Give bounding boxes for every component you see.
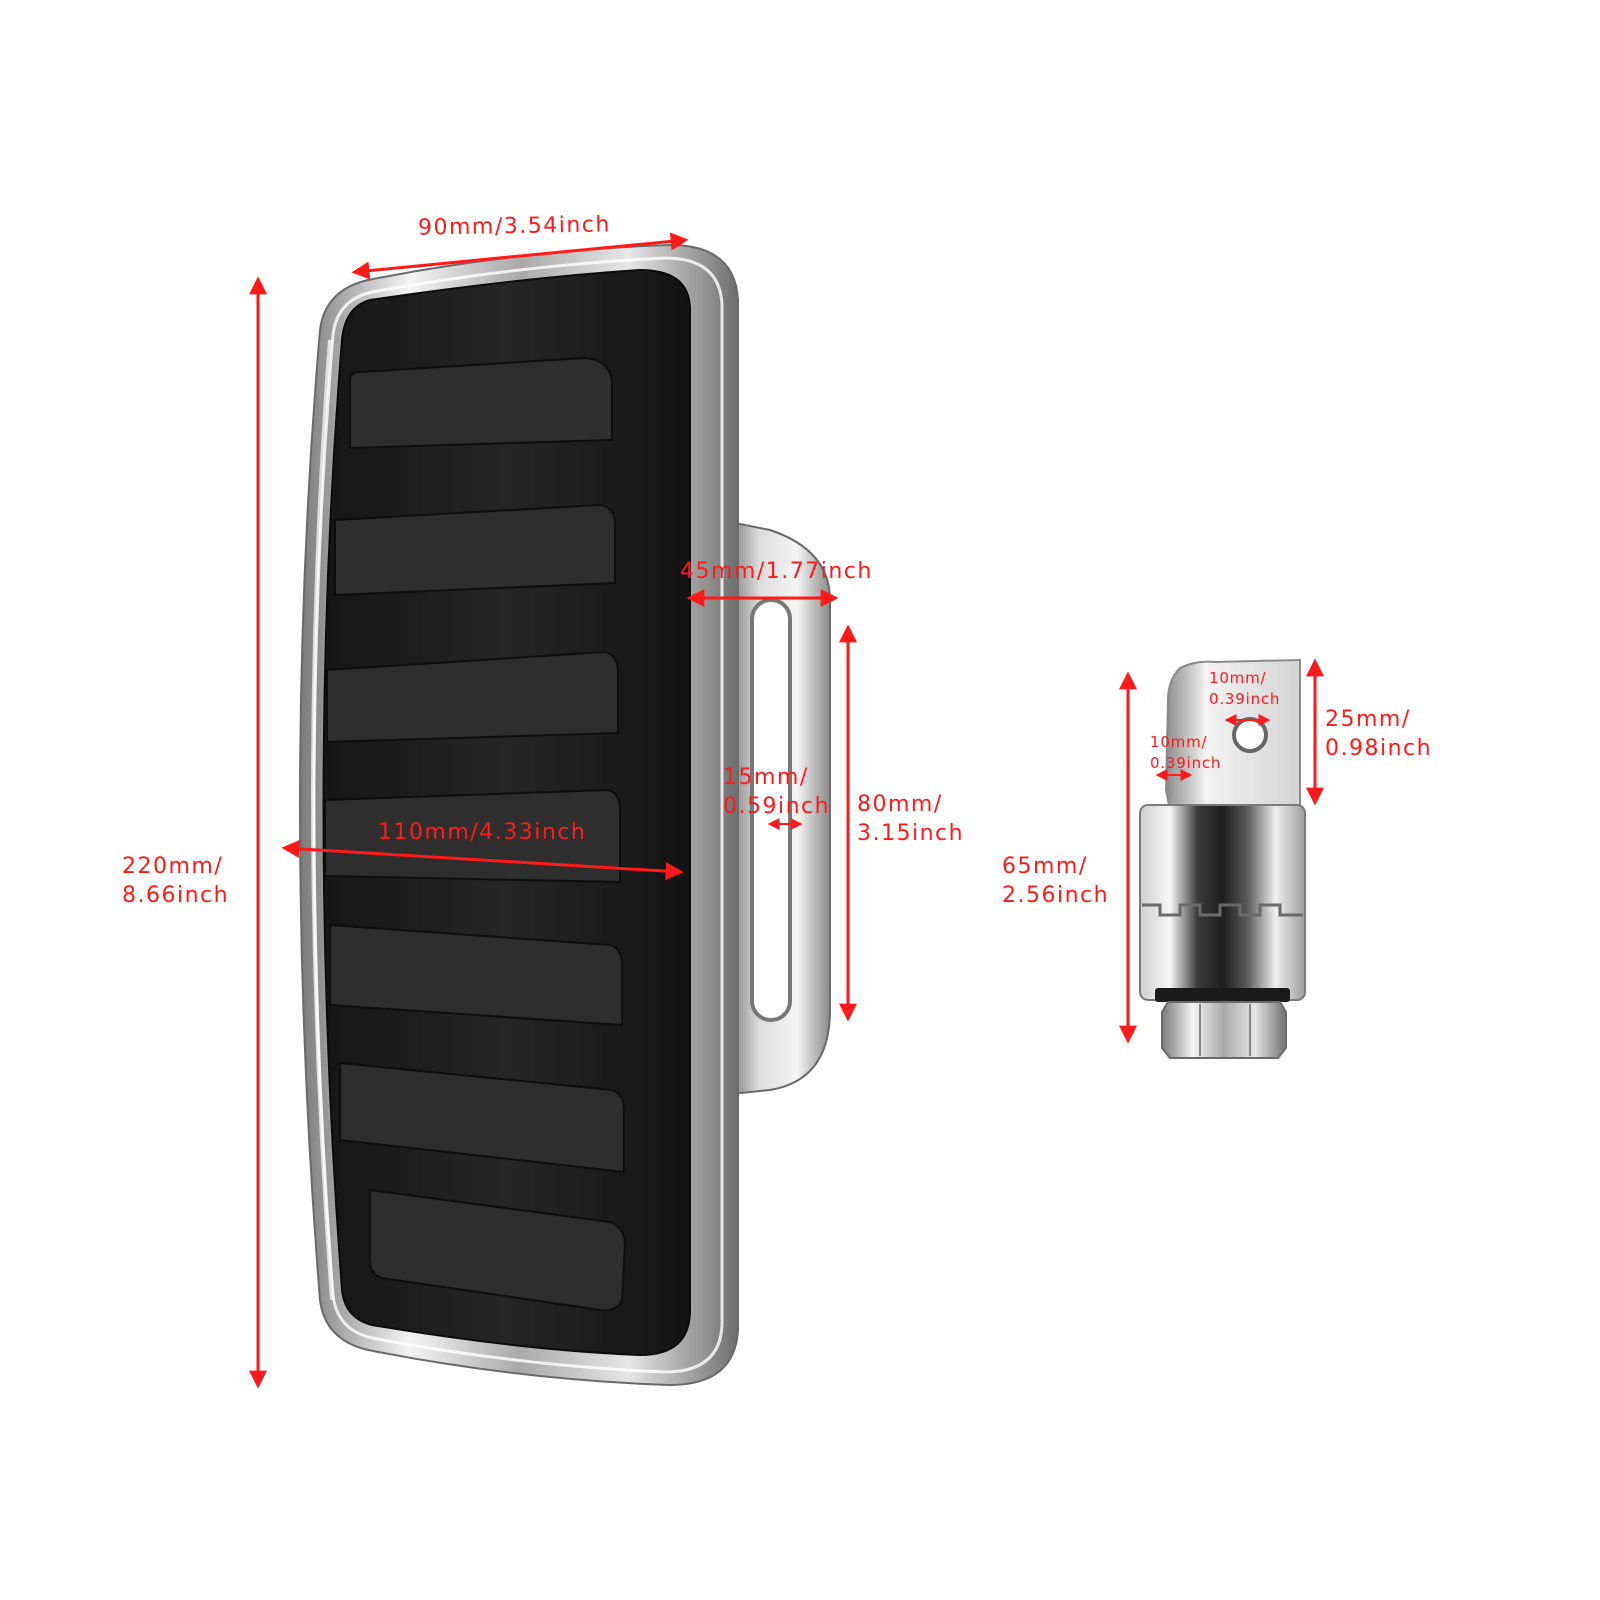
mount-tab-hole [1232, 717, 1268, 753]
tread-rib [339, 1061, 625, 1174]
tread-rib [326, 650, 619, 744]
slot-length-text-1: 80mm/ [857, 792, 943, 817]
tab-height-label: 25mm/ 0.98inch [1325, 705, 1432, 763]
hole-diameter-text-1: 10mm/ [1209, 669, 1267, 687]
chrome-highlight [311, 339, 334, 1301]
mount-serration [1142, 903, 1303, 917]
slot-length-text-2: 3.15inch [857, 821, 965, 846]
floorboard-length-text-1: 220mm/ [122, 854, 224, 879]
bracket-depth-text: 45mm/1.77inch [680, 559, 873, 584]
floorboard-width-label: 90mm/3.54inch [418, 210, 611, 242]
mount-cylinder [1139, 804, 1306, 1001]
floorboard [299, 243, 831, 1387]
tab-offset-label: 10mm/ 0.39inch [1150, 732, 1221, 774]
slot-width-text-1: 15mm/ [723, 765, 809, 790]
floorboard-length-text-2: 8.66inch [122, 883, 230, 908]
tab-height-text-2: 0.98inch [1325, 736, 1433, 761]
slot-length-label: 80mm/ 3.15inch [857, 790, 964, 848]
tread-rib [349, 356, 613, 450]
floorboard-length-label: 220mm/ 8.66inch [122, 852, 229, 910]
tread-ribs [324, 356, 627, 1312]
hole-diameter-label: 10mm/ 0.39inch [1209, 668, 1280, 710]
floorboard-diagonal-text: 110mm/4.33inch [378, 820, 587, 845]
dimension-arrows [249, 232, 1324, 1389]
diagonal-arrow [281, 839, 684, 881]
tread-rib [329, 923, 623, 1027]
tab-height-text-1: 25mm/ [1325, 707, 1411, 732]
floorboard-diagonal-label: 110mm/4.33inch [378, 818, 586, 847]
total-height-text-1: 65mm/ [1002, 854, 1088, 879]
floorboard-width-text: 90mm/3.54inch [417, 212, 612, 241]
tab-offset-text-1: 10mm/ [1150, 733, 1208, 751]
mount-washer [1155, 988, 1290, 1002]
bracket-depth-label: 45mm/1.77inch [680, 557, 873, 586]
tread-rib [369, 1188, 627, 1312]
width-arrow [351, 232, 689, 280]
total-height-label: 65mm/ 2.56inch [1002, 852, 1109, 910]
total-height-text-2: 2.56inch [1002, 883, 1110, 908]
slot-width-text-2: 0.59inch [723, 794, 831, 819]
slot-width-label: 15mm/ 0.59inch [723, 763, 830, 821]
tab-offset-text-2: 0.39inch [1150, 754, 1222, 772]
mount-adapter [1139, 658, 1306, 1059]
tread-rib [334, 503, 616, 597]
hole-diameter-text-2: 0.39inch [1209, 690, 1281, 708]
mount-nut [1161, 1001, 1287, 1059]
